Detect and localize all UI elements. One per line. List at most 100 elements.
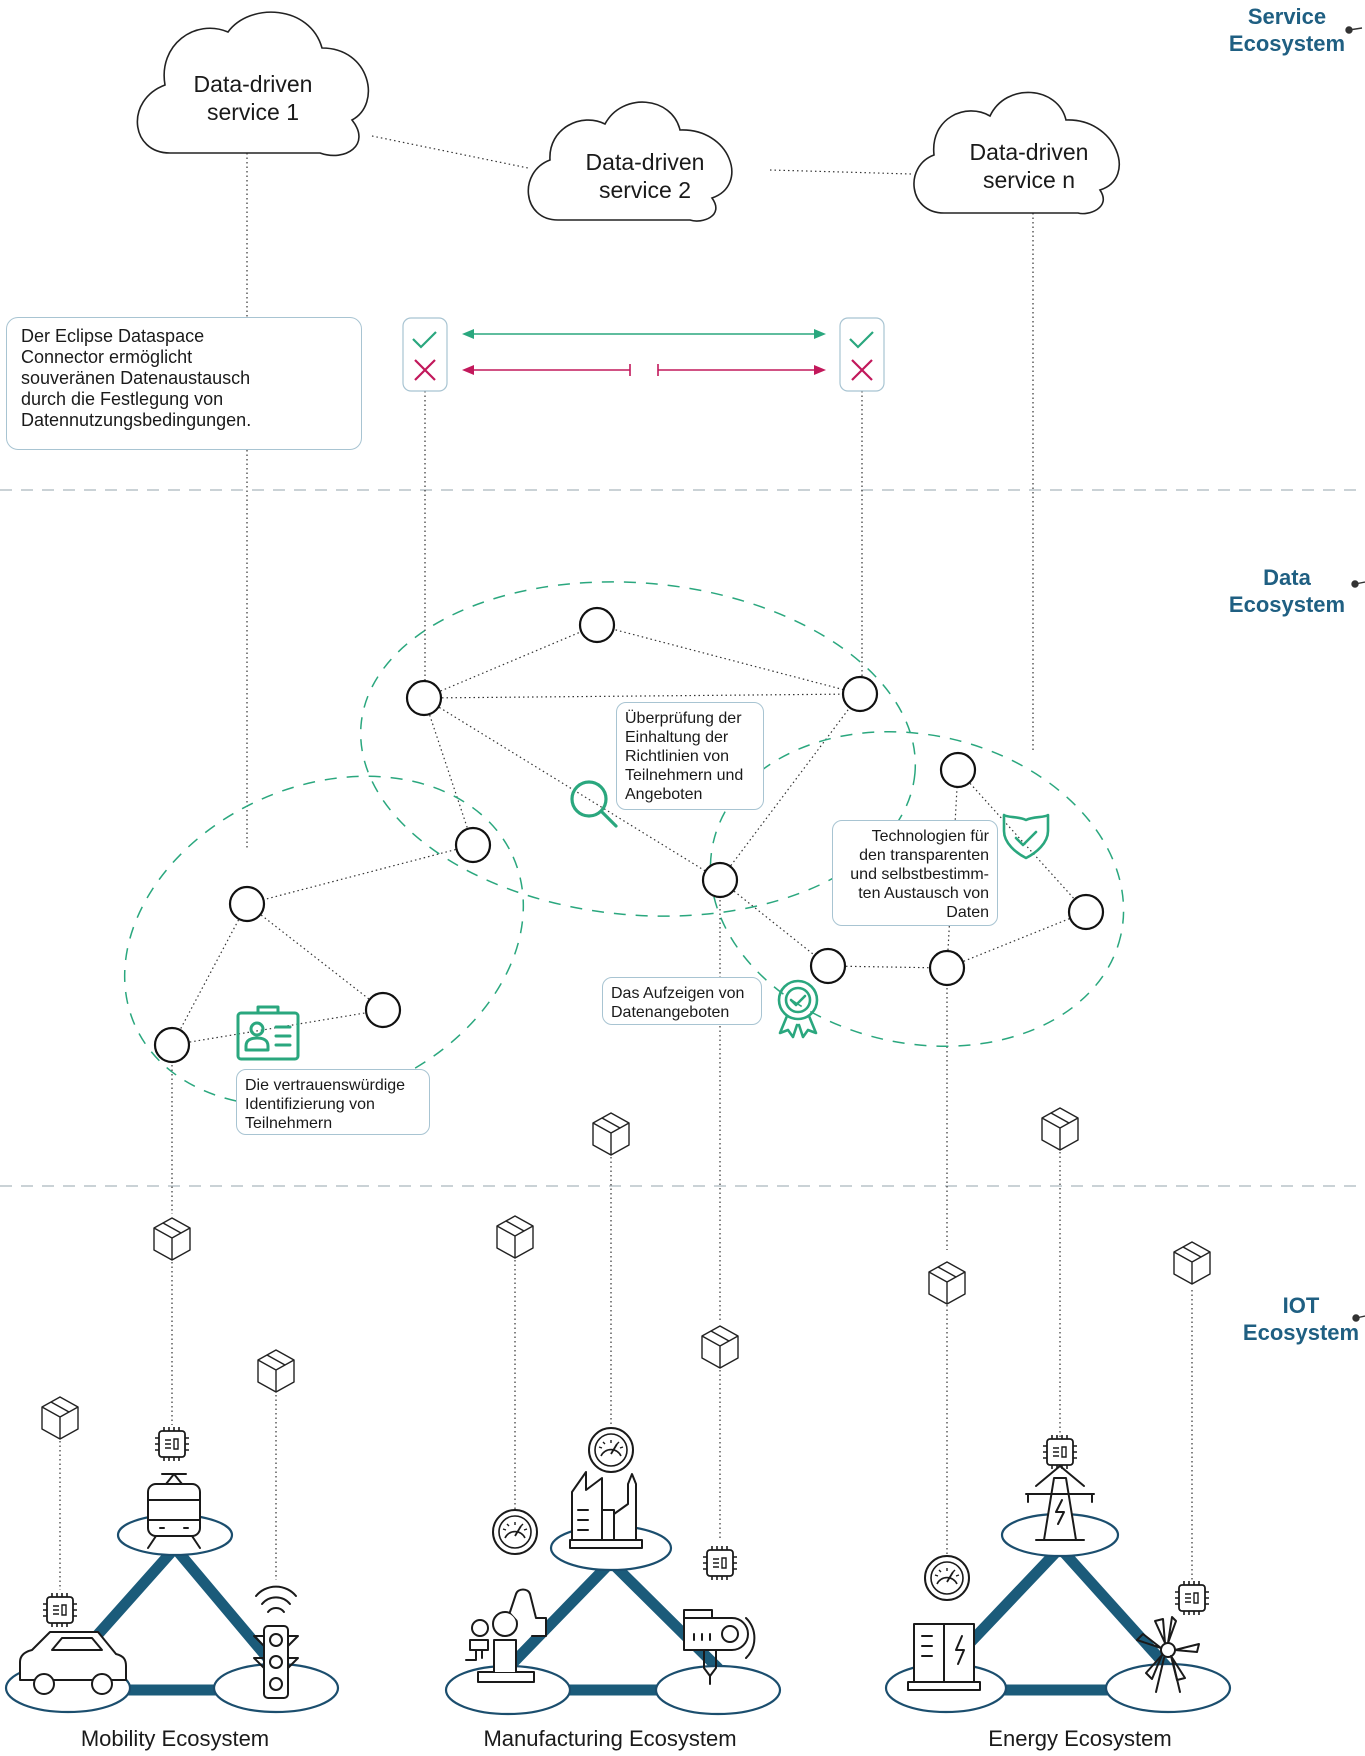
layer-label-data: Data Ecosystem [1222, 564, 1352, 618]
layer-label-markers [1345, 26, 1365, 1322]
callout-line: souveränen Datenaustausch [21, 368, 251, 388]
cube-icons [41, 1107, 1211, 1440]
cube-icon [592, 1112, 630, 1156]
robot-arm-icon [465, 1588, 547, 1683]
cube-icon [701, 1325, 739, 1369]
traffic-light-icon [253, 1585, 299, 1699]
callout-line: Angeboten [625, 786, 703, 803]
callout-line: Daten [946, 904, 989, 921]
cloud-service-n-label: Data-driven service n [944, 138, 1114, 194]
network-node [153, 1026, 191, 1064]
cube-icon [153, 1217, 191, 1261]
rejected-exchange-arrow [462, 364, 826, 376]
gauge-icon [588, 1427, 634, 1473]
callout-line: und selbstbestimm- [850, 866, 989, 883]
chip-icon [154, 1426, 190, 1462]
check-icon [412, 331, 437, 349]
network-node [928, 949, 966, 987]
chip-icon [702, 1545, 738, 1581]
callout-line: Identifizierung von [245, 1096, 375, 1113]
callout-line: den transparenten [859, 847, 989, 864]
layer-label-line: Data [1263, 565, 1311, 590]
energy-ecosystem [884, 1465, 1232, 1714]
network-node [405, 679, 443, 717]
verification-callout: Überprüfung der Einhaltung der Richtlini… [616, 702, 764, 810]
network-node [364, 991, 402, 1029]
battery-icon [907, 1623, 981, 1691]
magnifier-icon [570, 780, 618, 828]
cloud-label-line: service n [982, 167, 1076, 193]
technologies-callout: Technologien für den transparenten und s… [832, 820, 998, 926]
cloud-label-line: service 1 [206, 99, 300, 125]
gauge-icon [924, 1555, 970, 1601]
layer-label-line: Service [1247, 4, 1327, 29]
chip-icon [1174, 1580, 1210, 1616]
layer-label-line: Ecosystem [1228, 592, 1346, 617]
manufacturing-ecosystem [444, 1471, 782, 1716]
cube-icon [41, 1396, 79, 1440]
cross-icon [414, 359, 436, 381]
service-connections [246, 135, 1034, 850]
network-node [939, 751, 977, 789]
badge-icon [777, 979, 819, 1039]
network-node [809, 947, 847, 985]
gauge-icon [492, 1509, 538, 1555]
cube-icon [1173, 1241, 1211, 1285]
shield-check-icon [1002, 813, 1050, 860]
callout-line: Das Aufzeigen von [611, 985, 745, 1002]
power-tower-icon [1025, 1465, 1095, 1541]
callout-line: Technologien für [871, 828, 989, 845]
manufacturing-ecosystem-label: Manufacturing Ecosystem [483, 1726, 737, 1751]
cube-icon [928, 1261, 966, 1305]
network-node [701, 861, 739, 899]
cloud-label-line: Data-driven [969, 139, 1089, 165]
callout-line: Datenangeboten [611, 1004, 730, 1021]
car-icon [19, 1631, 127, 1695]
layer-label-iot: IOT Ecosystem [1236, 1292, 1365, 1346]
callout-line: Datennutzungsbedingungen. [21, 410, 252, 430]
callout-line: Teilnehmern [245, 1115, 333, 1132]
chip-icon [42, 1592, 78, 1628]
cloud-label-line: Data-driven [193, 71, 313, 97]
check-icon [849, 331, 874, 349]
callout-line: Überprüfung der [625, 710, 742, 727]
data-network-nodes [153, 606, 1105, 1064]
data-ecosystem-ellipses [123, 581, 1125, 1107]
network-node [578, 606, 616, 644]
mobility-ecosystem [4, 1473, 340, 1714]
cloud-service-n [913, 91, 1120, 215]
callout-line: Die vertrauenswürdige [245, 1077, 406, 1094]
offers-callout: Das Aufzeigen von Datenangeboten [602, 977, 762, 1025]
accepted-exchange-arrow [462, 329, 826, 339]
network-node [454, 826, 492, 864]
cube-icon [1041, 1107, 1079, 1151]
callout-line: Teilnehmern und [625, 767, 744, 784]
network-node [228, 885, 266, 923]
cube-icon [496, 1215, 534, 1259]
cube-icon [257, 1349, 295, 1393]
cloud-label-line: service 2 [598, 177, 692, 203]
usage-policy-right [839, 317, 885, 392]
callout-line: ten Austausch von [858, 885, 989, 902]
identification-callout: Die vertrauenswürdige Identifizierung vo… [236, 1069, 430, 1135]
layer-label-line: Ecosystem [1228, 31, 1346, 56]
layer-label-service: Service Ecosystem [1222, 3, 1352, 57]
cloud-service-1 [136, 11, 370, 157]
wind-turbine-icon [1136, 1616, 1200, 1693]
cloud-service-1-label: Data-driven service 1 [168, 70, 338, 126]
train-icon [147, 1473, 201, 1549]
network-node [1067, 893, 1105, 931]
machine-icon [683, 1609, 756, 1685]
callout-line: Einhaltung der [625, 729, 729, 746]
network-node [841, 675, 879, 713]
cloud-service-2 [527, 101, 733, 222]
factory-icon [569, 1471, 643, 1549]
energy-ecosystem-label: Energy Ecosystem [988, 1726, 1172, 1751]
mobility-ecosystem-label: Mobility Ecosystem [80, 1726, 270, 1751]
layer-label-line: Ecosystem [1242, 1320, 1360, 1345]
callout-line: Richtlinien von [625, 748, 730, 765]
connector-callout: Der Eclipse Dataspace Connector ermöglic… [6, 317, 362, 450]
layer-label-line: IOT [1282, 1293, 1320, 1318]
callout-line: Connector ermöglicht [21, 347, 193, 367]
